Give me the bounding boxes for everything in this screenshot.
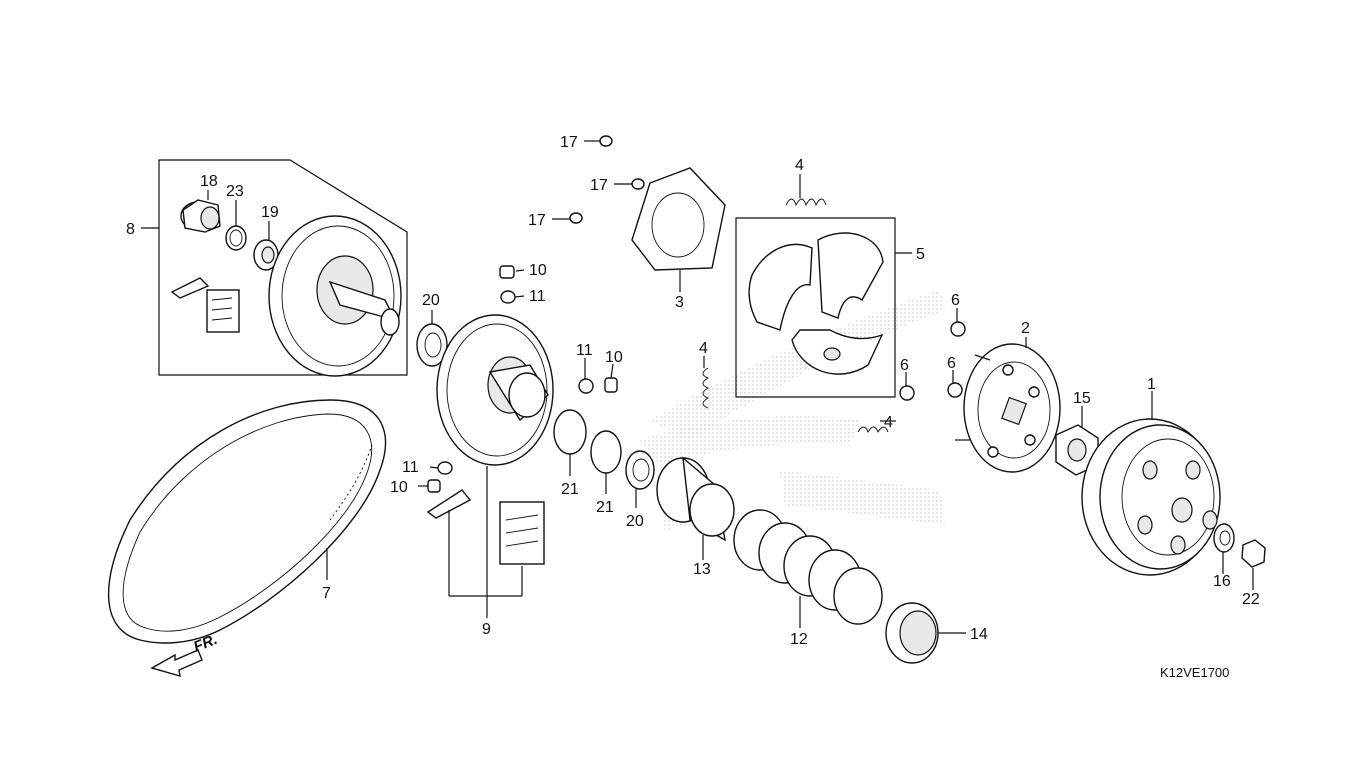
callout-4-left: 4	[699, 340, 708, 357]
clutch-shoe-assembly	[735, 217, 896, 398]
roller-part	[950, 321, 966, 337]
oil-seal-part-2	[625, 450, 655, 490]
callout-17-top: 17	[560, 134, 578, 151]
callout-8: 8	[126, 221, 135, 238]
callout-11-left: 11	[402, 459, 419, 476]
callout-4-top: 4	[795, 157, 804, 174]
callout-22: 22	[1242, 591, 1260, 608]
clip-part-2	[631, 178, 645, 190]
clutch-spring-part-3	[857, 426, 889, 434]
callout-labels: 8 18 23 19 20 10 11 11 10 11 10 21 21 20…	[126, 134, 1260, 648]
clutch-outer-drum-part	[1081, 418, 1221, 576]
callout-4-right: 4	[884, 414, 893, 431]
callout-6-left: 6	[900, 357, 909, 374]
drawing-code: K12VE1700	[1160, 665, 1229, 680]
callout-12: 12	[790, 631, 808, 648]
callout-23: 23	[226, 183, 244, 200]
drive-face-assembly	[158, 159, 408, 377]
grease-packet-part	[206, 289, 240, 333]
clip-part	[599, 135, 613, 147]
front-direction-arrow	[150, 649, 203, 677]
callout-14: 14	[970, 626, 988, 643]
callout-21-left: 21	[561, 481, 579, 498]
oil-seal-part	[416, 323, 448, 367]
callout-10-mid: 10	[605, 349, 623, 366]
o-ring-part-2	[590, 430, 622, 474]
bushing-part	[180, 199, 221, 233]
callout-19: 19	[261, 204, 279, 221]
callout-11-top: 11	[529, 288, 546, 305]
callout-1: 1	[1147, 376, 1156, 393]
washer-part	[1213, 523, 1235, 553]
watermark-logo	[640, 290, 945, 530]
callout-20-right: 20	[626, 513, 644, 530]
callout-10-left: 10	[390, 479, 408, 496]
callout-17-mid: 17	[590, 177, 608, 194]
callout-6-mid: 6	[947, 355, 956, 372]
callout-3: 3	[675, 294, 684, 311]
seal-collar-part	[656, 456, 735, 542]
clutch-spring-part	[785, 198, 827, 207]
movable-drive-face-part	[268, 215, 402, 377]
callout-9: 9	[482, 621, 491, 638]
driven-face-spring-part	[733, 509, 883, 625]
leader-lines	[141, 140, 1254, 634]
roller-part-2	[947, 382, 963, 398]
grease-tube-part	[170, 277, 210, 299]
callout-20-left: 20	[422, 292, 440, 309]
callout-7: 7	[322, 585, 331, 602]
o-ring-part	[553, 409, 587, 455]
drive-belt-part	[107, 399, 387, 644]
callout-10-top: 10	[529, 262, 547, 279]
callout-17-low: 17	[528, 212, 546, 229]
roller-part-3	[899, 385, 915, 401]
drive-plate-part	[955, 343, 1061, 473]
callout-16: 16	[1213, 573, 1231, 590]
callout-2: 2	[1021, 320, 1030, 337]
callout-15: 15	[1073, 390, 1091, 407]
clutch-weight-plate-part	[631, 167, 726, 271]
clutch-spring-part-2	[702, 367, 710, 409]
spring-seat-part	[885, 602, 939, 664]
flange-nut-part	[1241, 539, 1266, 568]
callout-6-top: 6	[951, 292, 960, 309]
callout-11-mid: 11	[576, 342, 593, 359]
driven-face-assembly	[426, 265, 618, 618]
callout-5: 5	[916, 246, 925, 263]
callout-13: 13	[693, 561, 711, 578]
callout-21-right: 21	[596, 499, 614, 516]
clip-part-3	[569, 212, 583, 224]
callout-18: 18	[200, 173, 218, 190]
